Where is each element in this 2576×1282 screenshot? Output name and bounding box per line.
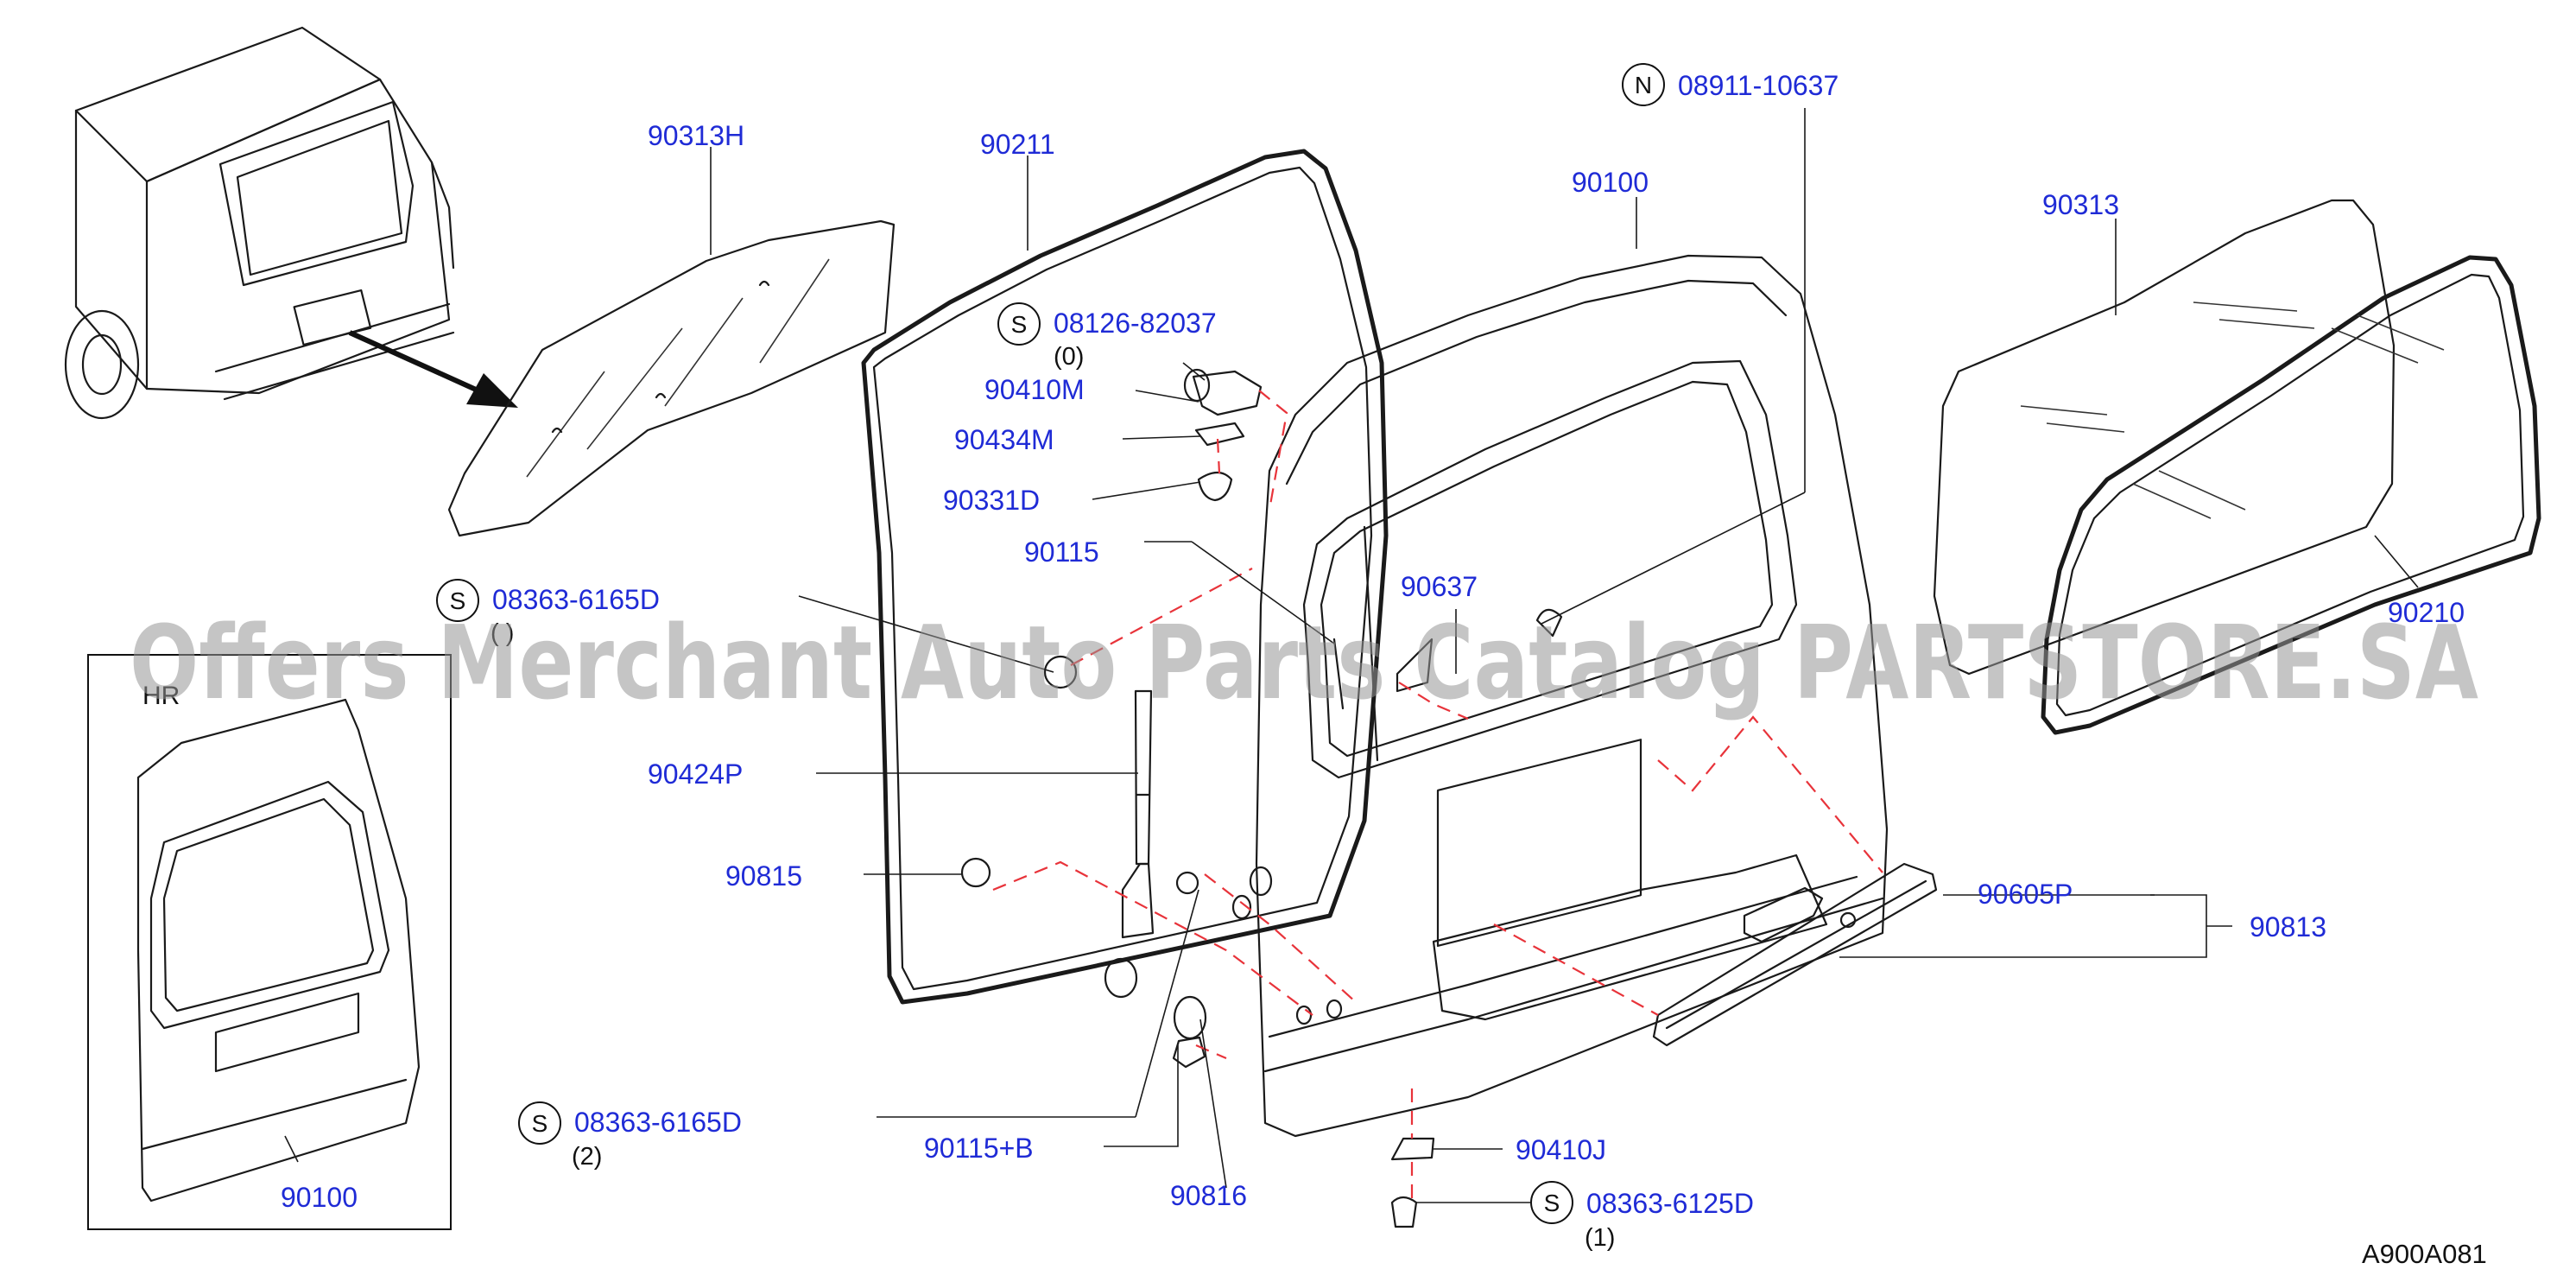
- part-label-90410M[interactable]: 90410M: [984, 374, 1085, 405]
- fastener-s-08363-top: S 08363-6165D ( ): [436, 579, 660, 647]
- part-label-90115B[interactable]: 90115+B: [924, 1133, 1034, 1164]
- weatherstrip-seal: [861, 149, 1389, 1005]
- fastener-n-08911: N 08911-10637: [1622, 63, 1839, 106]
- vehicle-sketch: [64, 26, 455, 420]
- part-label-90210[interactable]: 90210: [2388, 597, 2465, 628]
- part-label-90331D[interactable]: 90331D: [943, 485, 1040, 516]
- svg-text:S: S: [1544, 1190, 1560, 1216]
- direction-arrow: [348, 330, 518, 408]
- svg-text:S: S: [450, 587, 466, 614]
- qty-08363-bottom: (2): [572, 1143, 602, 1171]
- part-label-90115[interactable]: 90115: [1024, 536, 1099, 568]
- fastener-s-08363-6125: S 08363-6125D (1): [1530, 1181, 1754, 1252]
- qty-08363-top: ( ): [491, 619, 514, 647]
- part-label-90813[interactable]: 90813: [2250, 911, 2326, 942]
- part-label-90100[interactable]: 90100: [1572, 167, 1649, 198]
- qty-08363-6125: (1): [1585, 1224, 1615, 1252]
- part-labels: 90313H 90211 90100 90313 90210 90410M 90…: [281, 120, 2465, 1213]
- part-label-90313H[interactable]: 90313H: [648, 120, 744, 151]
- svg-text:S: S: [1011, 311, 1028, 338]
- gas-strut: [1121, 689, 1155, 939]
- assembly-lines: [992, 390, 1883, 1201]
- inset-box: HR: [87, 654, 452, 1230]
- fastener-s-08363-bottom: S 08363-6165D (2): [518, 1101, 742, 1171]
- svg-text:N: N: [1635, 72, 1652, 98]
- hinge-hardware: [960, 368, 1563, 1228]
- part-label-90211[interactable]: 90211: [980, 129, 1055, 160]
- part-label-08126-82037[interactable]: 08126-82037: [1054, 308, 1217, 339]
- part-label-90100-inset[interactable]: 90100: [281, 1182, 358, 1213]
- leader-lines: [284, 108, 2419, 1203]
- fastener-s-08126: S 08126-82037 (0): [997, 302, 1217, 371]
- back-window-glass: [1933, 199, 2396, 676]
- latch-garnish: [1652, 862, 1938, 1047]
- part-label-08363-6125D[interactable]: 08363-6125D: [1586, 1188, 1754, 1219]
- part-label-90313[interactable]: 90313: [2042, 189, 2119, 220]
- part-label-08911-10637[interactable]: 08911-10637: [1678, 70, 1839, 101]
- watermark-text: Offers Merchant Auto Parts Catalog PARTS…: [130, 603, 2478, 722]
- part-label-90424P[interactable]: 90424P: [648, 758, 743, 790]
- part-label-90605P[interactable]: 90605P: [1978, 879, 2073, 910]
- back-door: [1231, 254, 1889, 1138]
- inset-title: HR: [142, 682, 180, 710]
- part-label-90816[interactable]: 90816: [1170, 1180, 1247, 1211]
- inner-trim-panel: [447, 219, 896, 537]
- qty-08126: (0): [1054, 343, 1084, 371]
- window-weatherstrip: [2041, 255, 2541, 735]
- diagram-code: A900A081: [2362, 1239, 2487, 1269]
- part-label-90434M[interactable]: 90434M: [954, 424, 1054, 455]
- part-label-90637[interactable]: 90637: [1401, 571, 1478, 602]
- svg-text:S: S: [532, 1110, 548, 1137]
- part-label-90410J[interactable]: 90410J: [1516, 1134, 1606, 1165]
- part-label-90815[interactable]: 90815: [725, 860, 802, 892]
- part-label-08363-6165D-top[interactable]: 08363-6165D: [492, 584, 660, 615]
- part-label-08363-6165D-bottom[interactable]: 08363-6165D: [574, 1107, 742, 1138]
